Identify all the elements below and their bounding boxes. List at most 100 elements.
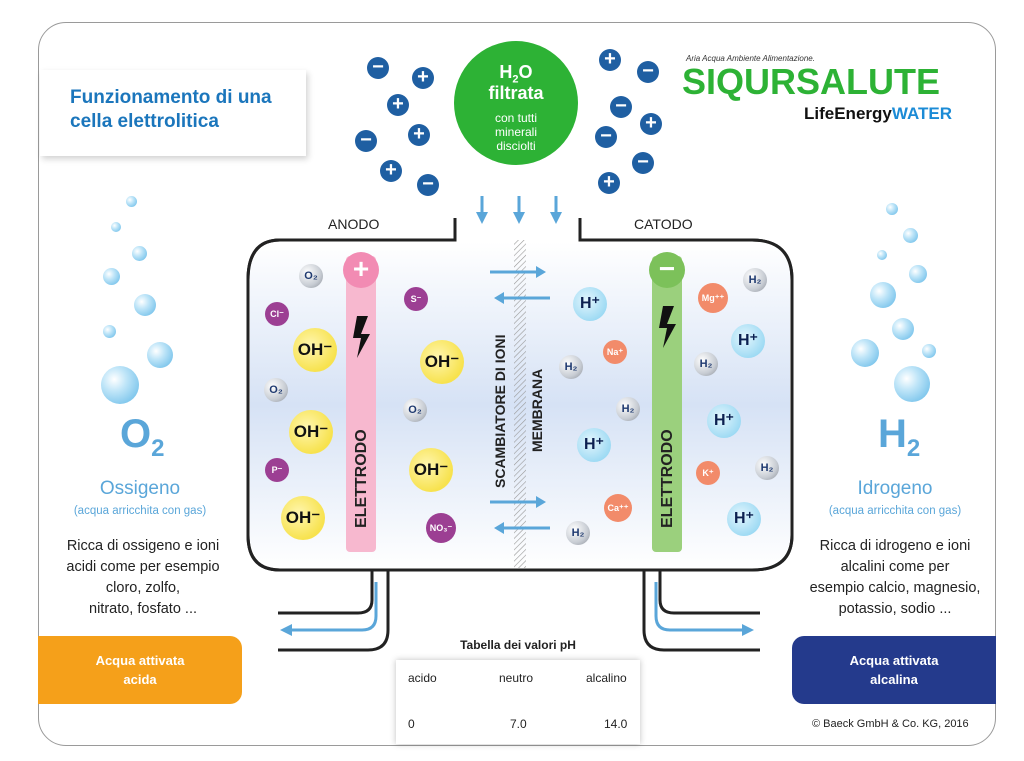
lightning-icon [659, 306, 676, 348]
title-box: Funzionamento di una cella elettrolitica [40, 70, 306, 156]
cl-ion: Cl⁻ [265, 302, 289, 326]
ph-acid-label: acido [408, 671, 437, 685]
gas-bubble [909, 265, 927, 283]
hydrogen-desc-1: Ricca di idrogeno e ioni [819, 538, 971, 554]
oh-ion: OH⁻ [293, 328, 337, 372]
logo-tagline: Aria Acqua Ambiente Alimentazione. [686, 54, 815, 63]
gas-bubble [903, 228, 918, 243]
ph-table-title: Tabella dei valori pH [460, 638, 576, 652]
alkaline-water-button-line2: alcalina [870, 672, 918, 687]
anode-plus-sign: + [352, 253, 370, 284]
ion-plus-icon: + [387, 94, 409, 116]
page-title: Funzionamento di una cella elettrolitica [70, 87, 272, 132]
gas-bubble [922, 344, 936, 358]
source-water-line3: con tutti [494, 111, 538, 125]
alkaline-water-button-line1: Acqua attivata [849, 653, 939, 668]
ion-plus-icon: + [412, 67, 434, 89]
h2-molecule: H₂ [616, 397, 640, 421]
h2-molecule: H₂ [755, 456, 779, 480]
gas-bubble [877, 250, 887, 260]
hydrogen-formula: H2 [878, 412, 921, 462]
oxygen-subtitle: (acqua arricchita con gas) [73, 505, 207, 517]
oxygen-desc-1: Ricca di ossigeno e ioni [66, 538, 220, 554]
h2-molecule: H₂ [559, 355, 583, 379]
oh-ion: OH⁻ [281, 496, 325, 540]
ion-plus-icon: + [640, 113, 662, 135]
ph-table [396, 660, 640, 744]
oxygen-desc-3: cloro, zolfo, [105, 580, 181, 596]
source-water-circle: H2O filtrata con tutti minerali disciolt… [454, 41, 578, 165]
acid-water-button-line2: acida [123, 672, 157, 687]
inflow-arrows [476, 196, 562, 224]
ion-minus-icon: − [355, 130, 377, 152]
ca-ion: Ca⁺⁺ [604, 494, 632, 522]
ion-plus-icon: + [599, 49, 621, 71]
source-water-line4: minerali [494, 125, 537, 139]
ph-alkaline-label: alcalino [586, 671, 627, 685]
electrode-label-right: ELETTRODO [659, 429, 676, 528]
ion-plus-icon: + [380, 160, 402, 182]
membrane [514, 240, 526, 568]
no3-ion: NO₃⁻ [426, 513, 456, 543]
cathode-label: CATODO [634, 216, 693, 232]
ion-minus-icon: − [367, 57, 389, 79]
cathode-head [649, 252, 685, 288]
oh-ion: OH⁻ [420, 340, 464, 384]
o2-molecule: O₂ [264, 378, 288, 402]
ion-minus-icon: − [632, 152, 654, 174]
alkaline-water-button[interactable]: Acqua attivata alcalina [792, 636, 996, 704]
source-water-line2: filtrata [488, 83, 544, 103]
h-plus-ion: H⁺ [573, 287, 607, 321]
ion-plus-icon: + [598, 172, 620, 194]
ph-mid-value: 7.0 [510, 717, 527, 731]
k-ion: K⁺ [696, 461, 720, 485]
anode-head [343, 252, 379, 288]
acid-water-button[interactable]: Acqua attivata acida [38, 636, 242, 704]
gas-bubble [892, 318, 914, 340]
flow-arrow-right [654, 582, 748, 632]
hydrogen-subtitle: (acqua arricchita con gas) [828, 505, 962, 517]
h2-molecule: H₂ [566, 521, 590, 545]
outlet-pipe-right [642, 570, 760, 652]
logo: Aria Acqua Ambiente Alimentazione. SIQUR… [682, 50, 982, 130]
h2-molecule: H₂ [694, 352, 718, 376]
ion-plus-icon: + [408, 124, 430, 146]
oxygen-formula: O2 [120, 412, 165, 462]
gas-bubble [147, 342, 173, 368]
h-plus-ion: H⁺ [577, 428, 611, 462]
gas-bubble [894, 366, 930, 402]
o2-molecule: O₂ [299, 264, 323, 288]
gas-bubble [886, 203, 898, 215]
copyright: © Baeck GmbH & Co. KG, 2016 [812, 718, 969, 730]
ion-minus-icon: − [595, 126, 617, 148]
membrane-label: MEMBRANA [529, 368, 545, 452]
oxygen-label: Ossigeno [99, 478, 181, 499]
ion-minus-icon: − [637, 61, 659, 83]
hydrogen-desc-3: esempio calcio, magnesio, [809, 580, 981, 596]
h-plus-ion: H⁺ [727, 502, 761, 536]
oxygen-desc-4: nitrato, fosfato ... [89, 601, 197, 617]
logo-product: LifeEnergyWATER [804, 104, 952, 124]
ion-minus-icon: − [610, 96, 632, 118]
h2-molecule: H₂ [743, 268, 767, 292]
source-water-line5: disciolti [496, 139, 536, 153]
gas-bubble [101, 366, 139, 404]
gas-bubble [111, 222, 121, 232]
hydrogen-desc-4: potassio, sodio ... [838, 601, 952, 617]
anode-label: ANODO [328, 216, 380, 232]
na-ion: Na⁺ [603, 340, 627, 364]
oh-ion: OH⁻ [409, 448, 453, 492]
lightning-icon [353, 316, 370, 358]
oxygen-desc-2: acidi come per esempio [66, 559, 220, 575]
h-plus-ion: H⁺ [731, 324, 765, 358]
hydrogen-desc-2: alcalini come per [840, 559, 950, 575]
gas-bubble [134, 294, 156, 316]
gas-bubble [103, 268, 120, 285]
oh-ion: OH⁻ [289, 410, 333, 454]
ion-exchange-arrows [490, 266, 550, 534]
gas-bubble [103, 325, 116, 338]
logo-product-part1: LifeEnergy [804, 104, 892, 123]
h-plus-ion: H⁺ [707, 404, 741, 438]
electrode-label-left: ELETTRODO [353, 429, 370, 528]
